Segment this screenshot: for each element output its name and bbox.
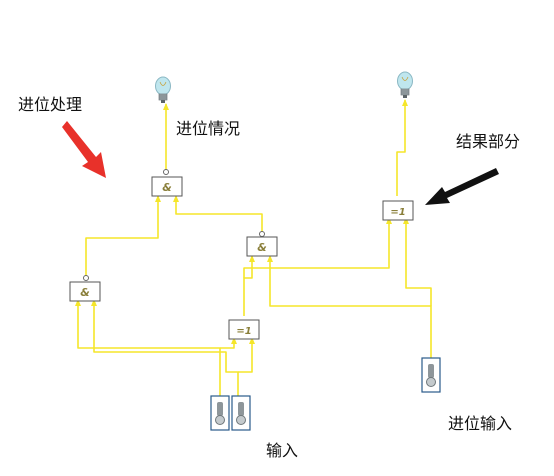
and-gate-top-symbol: &	[162, 181, 172, 194]
and-gate-mid[interactable]: &	[246, 231, 278, 257]
carry-input-switch-icon[interactable]	[421, 357, 441, 393]
label-input: 输入	[266, 441, 299, 460]
xor-gate-result[interactable]: =1	[382, 200, 414, 221]
carry-status-bulb-icon	[155, 76, 171, 103]
wire-and-left-to-and-top	[85, 196, 159, 277]
wire-xor-result-to-result-bulb	[396, 100, 406, 196]
black-arrow-icon	[425, 168, 499, 205]
and-gate-mid-symbol: &	[257, 241, 267, 254]
wire-switch-b-to-and-left	[93, 300, 239, 396]
result-bulb-icon	[397, 71, 413, 98]
wire-and-mid-to-and-top	[175, 196, 263, 234]
wires	[77, 100, 432, 396]
wire-xor-input-to-xor-result	[243, 218, 390, 278]
wire-xor-input-to-and-mid	[243, 256, 253, 316]
wire-switch-b-to-xor-input	[238, 338, 253, 373]
and-gate-left[interactable]: &	[69, 275, 101, 302]
xor-gate-input[interactable]: =1	[228, 319, 260, 340]
label-carry-status: 进位情况	[176, 119, 241, 138]
wire-arrowheads	[75, 99, 409, 344]
wire-switch-a-to-and-left	[77, 300, 221, 396]
xor-gate-result-symbol: =1	[390, 207, 405, 218]
label-carry-processing: 进位处理	[18, 95, 83, 114]
label-result-part: 结果部分	[456, 132, 521, 151]
and-gate-top[interactable]: &	[151, 169, 183, 197]
input-switch-b-icon[interactable]	[231, 395, 251, 431]
wire-carry-input-to-xor-result	[405, 218, 432, 306]
wire-carry-input-to-and-mid	[269, 256, 432, 358]
red-arrow-icon	[62, 121, 106, 178]
label-carry-input: 进位输入	[448, 414, 513, 433]
and-gate-left-symbol: &	[80, 286, 90, 299]
xor-gate-input-symbol: =1	[236, 326, 251, 337]
input-switch-a-icon[interactable]	[210, 395, 230, 431]
